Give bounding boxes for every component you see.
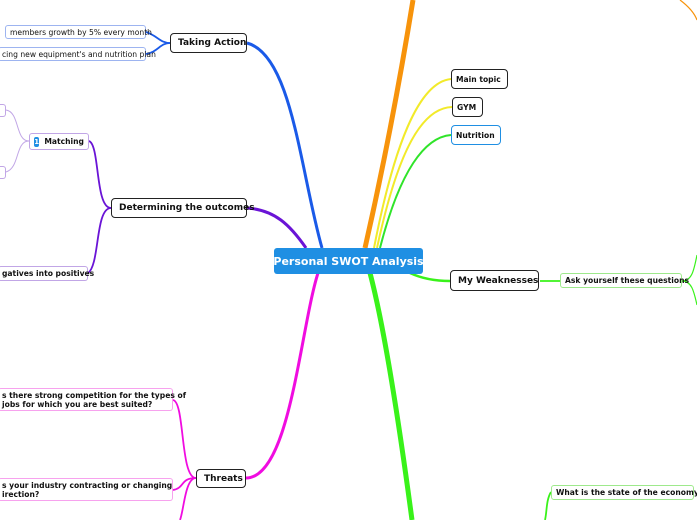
central-topic-label: Personal SWOT Analysis bbox=[273, 254, 424, 268]
topic-threats-label: Threats bbox=[204, 473, 243, 484]
topic-nutrition[interactable]: Nutrition bbox=[451, 125, 501, 145]
topic-gym[interactable]: GYM bbox=[452, 97, 483, 117]
topic-main-topic[interactable]: Main topic bbox=[451, 69, 508, 89]
central-topic[interactable]: Personal SWOT Analysis bbox=[273, 248, 424, 274]
topic-taking-action[interactable]: Taking Action bbox=[170, 33, 247, 53]
subtopic-industry-contracting[interactable]: s your industry contracting or changing … bbox=[0, 478, 173, 501]
topic-determining-outcomes-label: Determining the outcomes bbox=[119, 203, 255, 213]
topic-my-weaknesses[interactable]: My Weaknesses bbox=[450, 270, 539, 291]
topic-taking-action-label: Taking Action bbox=[178, 38, 247, 48]
subtopic-negatives-to-positives[interactable]: gatives into positives bbox=[0, 266, 94, 281]
subtopic-partial-bottom[interactable] bbox=[0, 166, 6, 179]
topic-my-weaknesses-label: My Weaknesses bbox=[458, 275, 539, 286]
subtopic-strong-competition[interactable]: s there strong competition for the types… bbox=[0, 388, 186, 411]
topic-threats[interactable]: Threats bbox=[196, 469, 246, 488]
subtopic-state-of-economy[interactable]: What is the state of the economy? bbox=[551, 485, 697, 500]
subtopic-members-growth[interactable]: members growth by 5% every month bbox=[5, 25, 152, 39]
topic-determining-outcomes[interactable]: Determining the outcomes bbox=[111, 198, 255, 218]
subtopic-equipment-nutrition[interactable]: cing new equipment's and nutrition plan bbox=[0, 47, 156, 61]
subtopic-ask-questions[interactable]: Ask yourself these questions bbox=[560, 273, 689, 288]
subtopic-partial-top[interactable] bbox=[0, 104, 6, 117]
number-one-icon: 1 bbox=[34, 136, 40, 147]
subtopic-matching[interactable]: 1 Matching bbox=[29, 133, 89, 150]
